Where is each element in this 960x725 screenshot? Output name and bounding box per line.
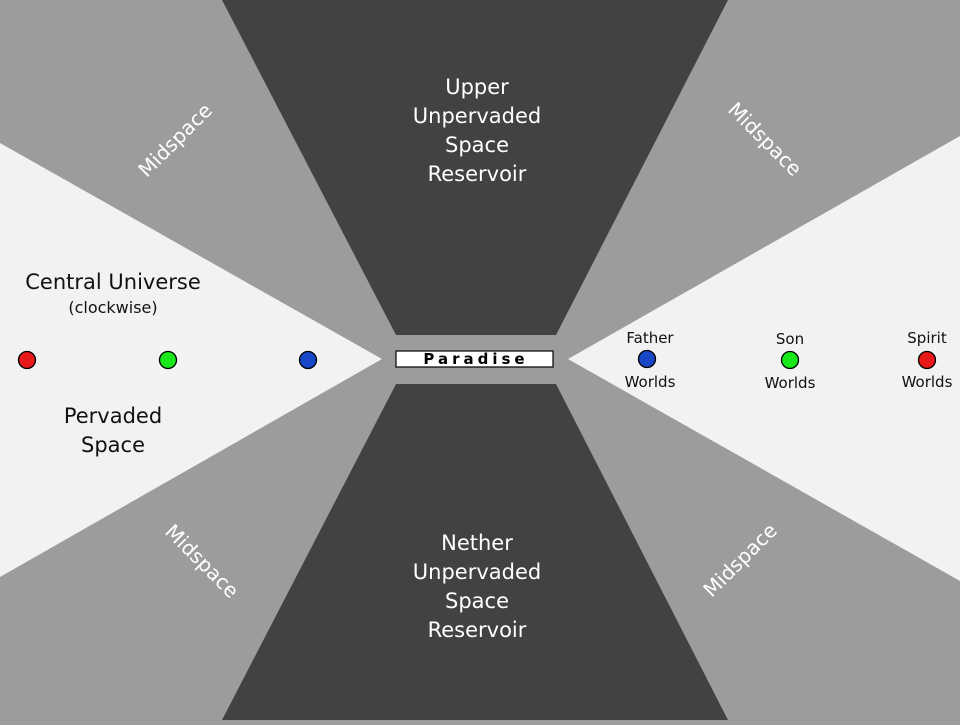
- central-dot-3: [298, 350, 318, 370]
- upper-reservoir-line-2: Unpervaded: [413, 104, 541, 128]
- central-universe-note: (clockwise): [68, 298, 157, 317]
- spirit-worlds-dot: [917, 350, 937, 370]
- paradise-label: Paradise: [423, 350, 528, 368]
- son-worlds-top: Son: [776, 330, 804, 348]
- pervaded-space-left-region: [0, 143, 382, 577]
- pervaded-space-line-1: Pervaded: [64, 404, 162, 428]
- paradise-box: [395, 350, 554, 368]
- central-dot-1: [17, 350, 37, 370]
- upper-reservoir-line-3: Space: [445, 133, 509, 157]
- upper-reservoir-region: [222, 0, 728, 335]
- nether-reservoir-line-2: Unpervaded: [413, 560, 541, 584]
- nether-reservoir-line-4: Reservoir: [428, 618, 527, 642]
- nether-reservoir-line-1: Nether: [441, 531, 513, 555]
- upper-reservoir-line-1: Upper: [445, 75, 509, 99]
- nether-reservoir-region: [222, 384, 728, 720]
- spirit-worlds-top: Spirit: [907, 329, 947, 347]
- pervaded-space-line-2: Space: [81, 433, 145, 457]
- upper-reservoir-line-4: Reservoir: [428, 162, 527, 186]
- father-worlds-top: Father: [626, 329, 674, 347]
- son-worlds-dot: [780, 350, 800, 370]
- father-worlds-bottom: Worlds: [625, 373, 676, 391]
- pervaded-space-right-region: [568, 136, 960, 581]
- central-universe-label: Central Universe: [25, 270, 201, 294]
- spirit-worlds-bottom: Worlds: [902, 373, 953, 391]
- father-worlds-dot: [637, 349, 657, 369]
- central-dot-2: [158, 350, 178, 370]
- son-worlds-bottom: Worlds: [765, 374, 816, 392]
- nether-reservoir-line-3: Space: [445, 589, 509, 613]
